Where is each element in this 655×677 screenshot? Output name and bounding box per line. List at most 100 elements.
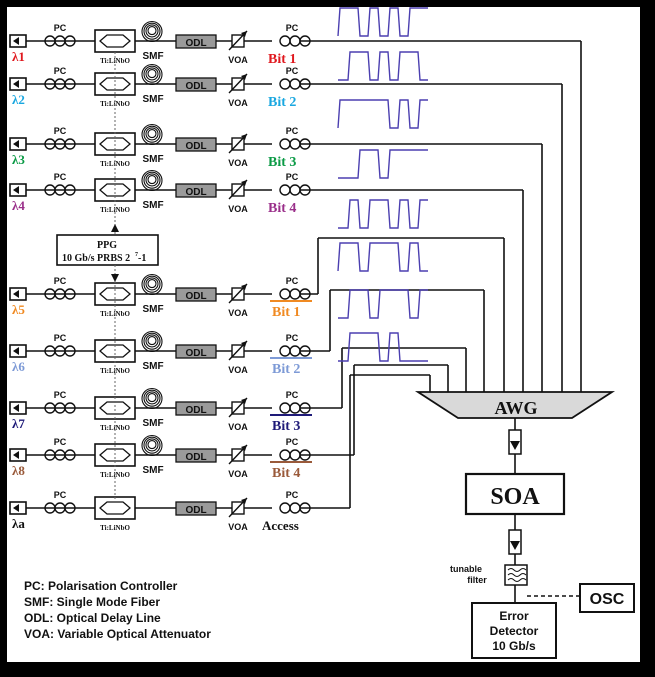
legend-entry: PC: Polarisation Controller bbox=[24, 579, 178, 593]
pc-label: PC bbox=[286, 126, 299, 136]
pc-label: PC bbox=[286, 390, 299, 400]
voa-arrow-head bbox=[241, 180, 247, 186]
smf-spool-ring bbox=[145, 391, 159, 405]
polarisation-controller-coil bbox=[64, 449, 76, 461]
modulator-box bbox=[94, 396, 136, 420]
voa-label: VOA bbox=[228, 308, 248, 318]
laser-icon bbox=[13, 37, 19, 45]
smf-spool-ring bbox=[145, 127, 159, 141]
pc-label: PC bbox=[54, 172, 67, 182]
error-detector-label: Error bbox=[499, 609, 529, 623]
smf-label: SMF bbox=[142, 418, 163, 429]
smf-label: SMF bbox=[142, 200, 163, 211]
smf-spool-ring bbox=[145, 67, 159, 81]
isolator-arrow bbox=[510, 441, 520, 450]
bit-waveform-trace bbox=[338, 51, 428, 81]
pc-label: PC bbox=[286, 66, 299, 76]
modulator-label: Ti:LiNbO bbox=[100, 524, 130, 532]
wavelength-label: λa bbox=[12, 516, 25, 531]
ppg-pattern: 10 Gb/s PRBS 2 bbox=[62, 253, 130, 264]
smf-spool-ring bbox=[145, 334, 159, 348]
bit-waveform-trace bbox=[337, 242, 428, 272]
smf-spool-ring bbox=[141, 123, 163, 146]
ppg-exponent: 7 bbox=[135, 252, 138, 258]
mach-zehnder-arms bbox=[99, 501, 131, 515]
wavelength-label: λ3 bbox=[12, 152, 25, 167]
bit-label: Bit 1 bbox=[272, 305, 300, 320]
smf-spool-ring bbox=[143, 65, 161, 83]
laser-icon bbox=[13, 140, 19, 148]
smf-spool-ring bbox=[147, 440, 157, 450]
smf-spool-ring bbox=[147, 69, 157, 79]
bit-label: Bit 3 bbox=[272, 419, 300, 434]
smf-spool-ring bbox=[147, 26, 157, 36]
voa-arrow-head bbox=[241, 31, 247, 37]
error-detector-label: Detector bbox=[490, 624, 539, 638]
ppg-arrow-down bbox=[111, 274, 119, 282]
bit-label: Bit 3 bbox=[268, 155, 296, 170]
voa-label: VOA bbox=[228, 158, 248, 168]
pc-label: PC bbox=[54, 126, 67, 136]
mach-zehnder-arms bbox=[99, 344, 131, 358]
smf-spool-ring bbox=[143, 22, 161, 40]
access-label: Access bbox=[262, 518, 299, 533]
mach-zehnder-arms bbox=[99, 448, 131, 462]
voa-arrow-head bbox=[241, 445, 247, 451]
ppg-box bbox=[56, 234, 159, 266]
voa-label: VOA bbox=[228, 204, 248, 214]
pc-label: PC bbox=[286, 333, 299, 343]
laser-icon bbox=[13, 347, 19, 355]
modulator-box bbox=[94, 496, 136, 520]
bit-waveform-trace bbox=[338, 149, 428, 179]
osc-box bbox=[579, 583, 635, 613]
pc-label: PC bbox=[54, 276, 67, 286]
smf-label: SMF bbox=[142, 361, 163, 372]
pc-label: PC bbox=[54, 66, 67, 76]
legend-entry: VOA: Variable Optical Attenuator bbox=[24, 627, 211, 641]
polarisation-controller-coil bbox=[64, 78, 76, 90]
odl-label: ODL bbox=[185, 187, 206, 198]
ppg-arrow-up bbox=[111, 224, 119, 232]
legend-entry: SMF: Single Mode Fiber bbox=[24, 595, 160, 609]
polarisation-controller-coil bbox=[64, 184, 76, 196]
pc-label: PC bbox=[54, 333, 67, 343]
filter-wave-icon bbox=[507, 573, 527, 577]
bit-waveform-trace bbox=[338, 199, 428, 229]
pc-label: PC bbox=[286, 437, 299, 447]
smf-spool-ring bbox=[145, 438, 159, 452]
filter-label: filter bbox=[467, 575, 487, 585]
legend-entry: ODL: Optical Delay Line bbox=[24, 611, 161, 625]
voa-arrow-head bbox=[241, 134, 247, 140]
wavelength-label: λ1 bbox=[12, 49, 25, 64]
laser-icon bbox=[13, 80, 19, 88]
odl-label: ODL bbox=[185, 348, 206, 359]
mach-zehnder-arms bbox=[99, 77, 131, 91]
smf-spool-ring bbox=[141, 273, 163, 296]
voa-label: VOA bbox=[228, 98, 248, 108]
error-detector-box bbox=[471, 602, 557, 659]
awg-block bbox=[414, 391, 616, 419]
bit-waveform-trace bbox=[338, 289, 428, 319]
odl-label: ODL bbox=[185, 291, 206, 302]
ppg-title: PPG bbox=[97, 240, 117, 251]
voa-label: VOA bbox=[228, 55, 248, 65]
mach-zehnder-arms bbox=[99, 183, 131, 197]
wavelength-label: λ8 bbox=[12, 463, 25, 478]
laser-icon bbox=[13, 186, 19, 194]
osc-label: OSC bbox=[590, 591, 625, 608]
mach-zehnder-arms bbox=[99, 137, 131, 151]
smf-spool-ring bbox=[145, 24, 159, 38]
smf-spool-ring bbox=[147, 393, 157, 403]
modulator-box bbox=[94, 29, 136, 53]
polarisation-controller-coil bbox=[64, 138, 76, 150]
polarisation-controller-coil bbox=[64, 288, 76, 300]
bit-label: Bit 4 bbox=[268, 201, 296, 216]
smf-spool-ring bbox=[143, 125, 161, 143]
awg-label: AWG bbox=[494, 398, 537, 418]
smf-spool-ring bbox=[143, 171, 161, 189]
smf-spool-ring bbox=[143, 436, 161, 454]
smf-label: SMF bbox=[142, 94, 163, 105]
pc-label: PC bbox=[286, 276, 299, 286]
odl-label: ODL bbox=[185, 81, 206, 92]
wavelength-label: λ5 bbox=[12, 302, 25, 317]
